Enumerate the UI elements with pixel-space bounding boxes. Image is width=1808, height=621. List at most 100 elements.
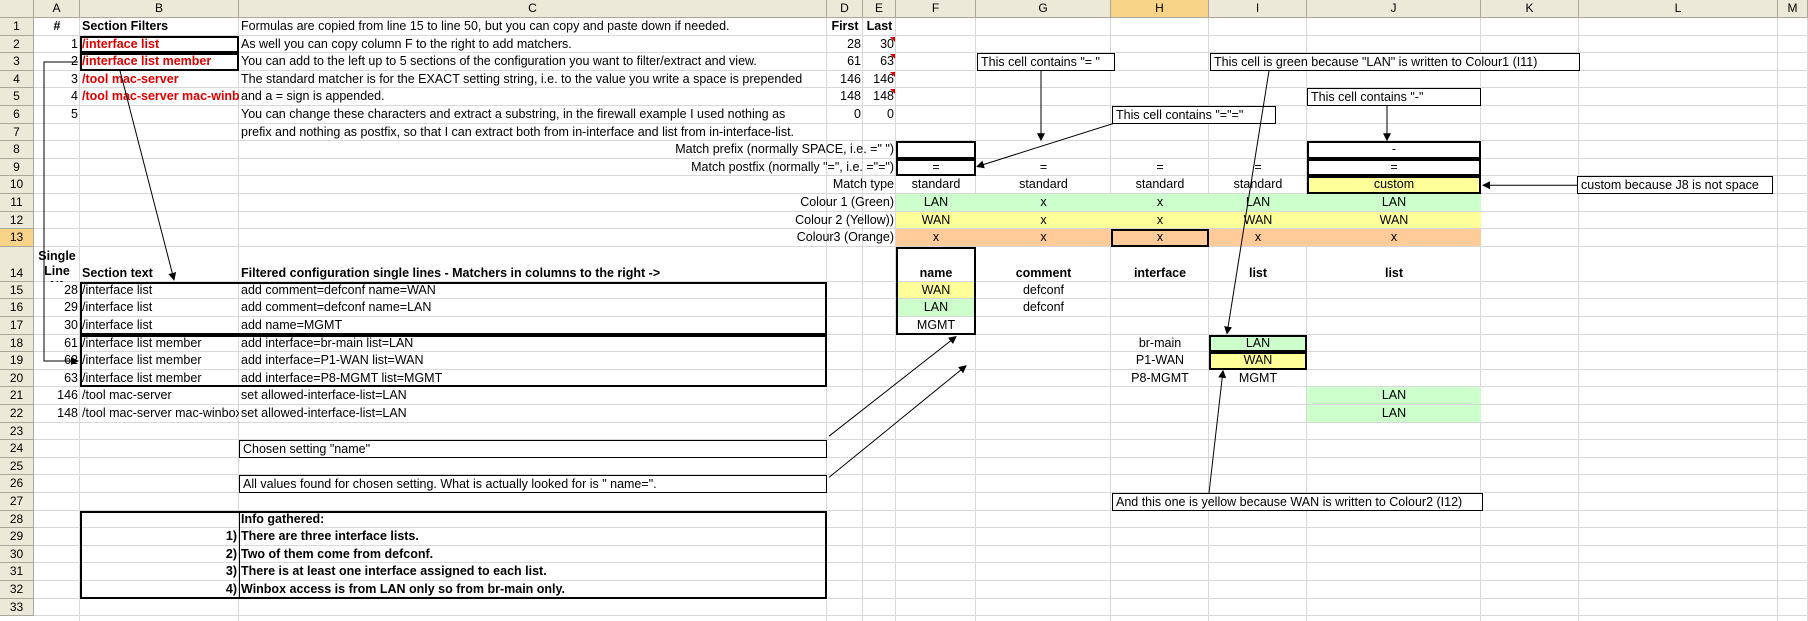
colour1-g[interactable]: x (1040, 195, 1047, 209)
extracted-value-f[interactable] (896, 352, 976, 370)
match-type-h[interactable]: standard (1135, 177, 1185, 192)
extracted-value-g[interactable] (976, 335, 1111, 353)
column-header-j[interactable]: J (1307, 0, 1481, 18)
row-header-20[interactable]: 20 (0, 369, 34, 388)
section-description[interactable]: As well you can copy column F to the rig… (241, 36, 572, 51)
extracted-value-f[interactable]: WAN (921, 282, 951, 297)
extracted-value-h[interactable]: P1-WAN (1135, 353, 1185, 368)
colour3-j[interactable]: x (1390, 230, 1398, 245)
column-header-d[interactable]: D (827, 0, 863, 18)
row-header-23[interactable]: 23 (0, 422, 34, 441)
column-header-b[interactable]: B (80, 0, 239, 18)
extracted-value-h[interactable] (1111, 387, 1209, 405)
cell-a1[interactable]: # (53, 19, 61, 33)
section-first-line[interactable]: 0 (854, 107, 861, 121)
info-item-text[interactable]: Two of them come from defconf. (241, 546, 434, 561)
row-header-1[interactable]: 1 (0, 18, 34, 36)
filtered-line[interactable]: add interface=P8-MGMT list=MGMT (241, 370, 443, 385)
extracted-value-f[interactable] (896, 387, 976, 405)
extracted-value-h[interactable]: br-main (1138, 335, 1182, 350)
section-filter-name[interactable]: /tool mac-server mac-winbox (82, 89, 239, 104)
row-header-15[interactable]: 15 (0, 281, 34, 300)
extracted-value-g[interactable]: defconf (1022, 282, 1064, 297)
filtered-line[interactable]: add comment=defconf name=LAN (241, 300, 432, 315)
match-type-f[interactable]: standard (911, 177, 961, 192)
extracted-value-h[interactable] (1111, 317, 1209, 335)
info-title[interactable]: Info gathered: (241, 511, 325, 526)
info-item-number[interactable]: 3) (225, 564, 237, 579)
row-header-24[interactable]: 24 (0, 440, 34, 458)
row-header-17[interactable]: 17 (0, 317, 34, 335)
row-header-14[interactable]: 14 (0, 246, 34, 282)
row-header-13[interactable]: 13 (0, 229, 34, 247)
line-number[interactable]: 29 (64, 300, 78, 315)
section-description[interactable]: and a = sign is appended. (241, 89, 385, 104)
row-header-4[interactable]: 4 (0, 70, 34, 89)
filtered-line[interactable]: set allowed-interface-list=LAN (241, 406, 407, 420)
info-item-text[interactable]: There is at least one interface assigned… (241, 564, 547, 579)
filtered-lines-header[interactable]: Filtered configuration single lines - Ma… (241, 265, 661, 280)
section-text[interactable]: /interface list member (82, 335, 202, 350)
extracted-value-g[interactable]: defconf (1022, 300, 1064, 315)
match-postfix-i[interactable]: = (1254, 159, 1262, 174)
match-type-g[interactable]: standard (1019, 177, 1068, 192)
section-description[interactable]: The standard matcher is for the EXACT se… (241, 71, 803, 86)
column-header-a[interactable]: A (34, 0, 80, 18)
row-header-8[interactable]: 8 (0, 141, 34, 159)
row-header-31[interactable]: 31 (0, 563, 34, 581)
matcher-setting-j[interactable]: list (1384, 265, 1404, 280)
colour2-f[interactable]: WAN (921, 212, 951, 227)
extracted-value-j[interactable] (1307, 335, 1481, 353)
info-item-number[interactable]: 4) (225, 582, 237, 596)
info-item-number[interactable]: 2) (225, 546, 237, 561)
line-number[interactable]: 62 (64, 353, 78, 368)
section-text[interactable]: /interface list member (82, 370, 202, 385)
extracted-value-i[interactable] (1209, 387, 1307, 405)
extracted-value-f[interactable]: LAN (923, 300, 949, 315)
colour1-h[interactable]: x (1156, 195, 1164, 209)
extracted-value-g[interactable] (976, 405, 1111, 423)
row-header-30[interactable]: 30 (0, 545, 34, 564)
match-postfix-j[interactable]: = (1390, 159, 1398, 174)
section-text[interactable]: /interface list (82, 318, 153, 332)
extracted-value-j[interactable]: LAN (1381, 388, 1407, 403)
column-header-e[interactable]: E (863, 0, 896, 18)
extracted-value-i[interactable] (1209, 282, 1307, 300)
matcher-label-colour3[interactable]: Colour3 (Orange) (796, 230, 894, 245)
colour3-f[interactable]: x (932, 230, 940, 245)
matcher-setting-f[interactable]: name (919, 265, 953, 280)
match-postfix-h[interactable]: = (1156, 159, 1164, 174)
info-item-text[interactable]: Winbox access is from LAN only so from b… (241, 582, 566, 596)
column-header-g[interactable]: G (976, 0, 1111, 18)
line-number[interactable]: 28 (64, 282, 78, 297)
section-first-line[interactable]: 28 (847, 36, 861, 51)
extracted-value-j[interactable] (1307, 370, 1481, 388)
colour1-f[interactable]: LAN (923, 195, 949, 209)
line-number[interactable]: 61 (64, 335, 78, 350)
section-first-line[interactable]: 61 (847, 54, 861, 69)
cell-c1[interactable]: Formulas are copied from line 15 to line… (241, 19, 730, 33)
line-number[interactable]: 30 (64, 318, 78, 332)
filtered-line[interactable]: add interface=P1-WAN list=WAN (241, 353, 424, 368)
row-header-7[interactable]: 7 (0, 123, 34, 142)
colour2-h[interactable]: x (1156, 212, 1164, 227)
section-number[interactable]: 3 (71, 71, 78, 86)
match-prefix-h[interactable] (1111, 141, 1209, 159)
extracted-value-i[interactable]: LAN (1245, 335, 1271, 350)
extracted-value-f[interactable] (896, 405, 976, 423)
section-number[interactable]: 5 (71, 107, 78, 121)
extracted-value-j[interactable] (1307, 352, 1481, 370)
selected-cell-h13[interactable] (1111, 229, 1209, 247)
extracted-value-i[interactable] (1209, 299, 1307, 317)
line-number[interactable]: 63 (64, 370, 78, 385)
column-header-f[interactable]: F (896, 0, 976, 18)
row-header-11[interactable]: 11 (0, 194, 34, 212)
line-number[interactable]: 146 (57, 388, 78, 403)
section-number[interactable]: 2 (71, 54, 78, 69)
section-last-line[interactable]: 0 (887, 107, 894, 121)
info-item-number[interactable]: 1) (225, 529, 237, 544)
colour1-j[interactable]: LAN (1381, 195, 1407, 209)
extracted-value-i[interactable]: WAN (1243, 353, 1273, 368)
section-number[interactable]: 4 (71, 89, 78, 104)
